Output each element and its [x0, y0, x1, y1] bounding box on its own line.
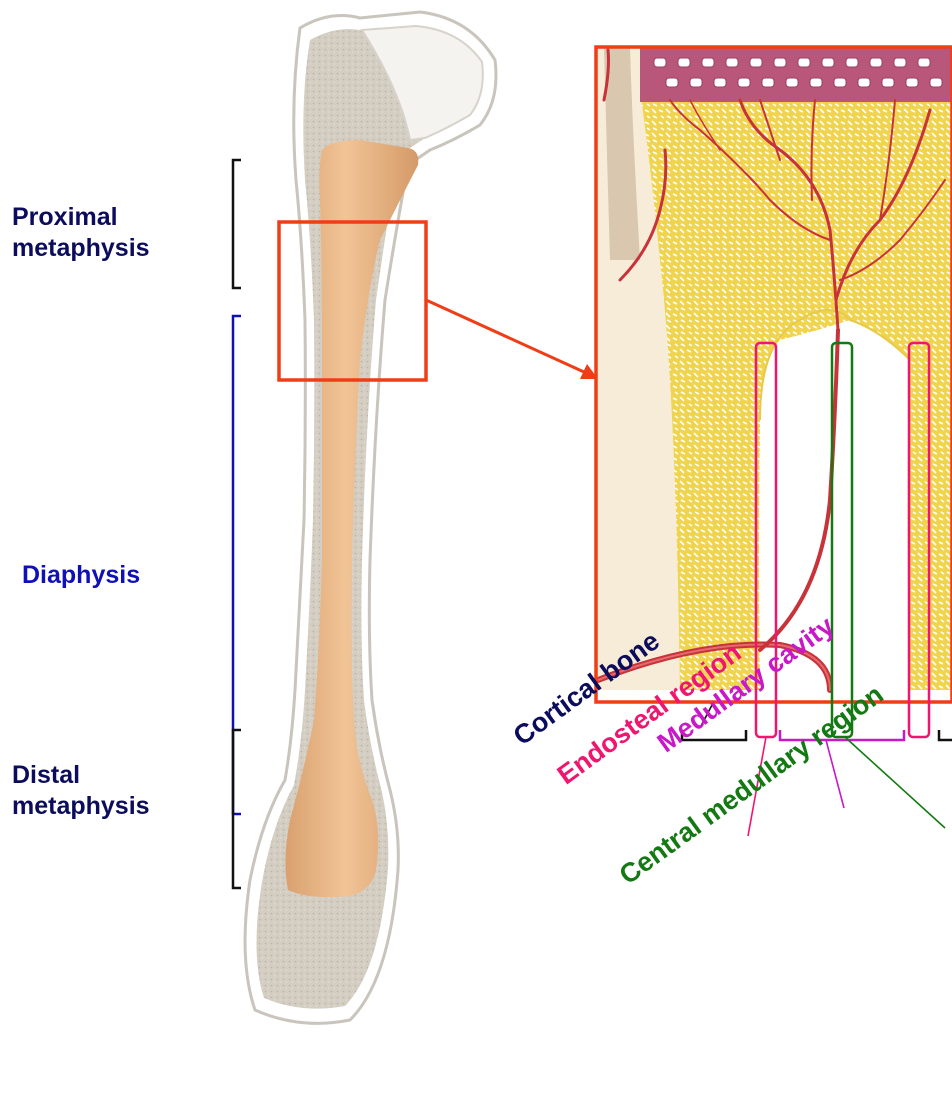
zoomed-inset — [596, 47, 952, 702]
bone-illustration — [245, 12, 598, 1023]
proximal-bracket — [233, 160, 241, 288]
distal-bracket — [233, 730, 241, 888]
distal-metaphysis-label: Distal metaphysis — [12, 760, 217, 822]
zoom-arrow-line — [426, 300, 584, 372]
central-medullary-leader — [846, 738, 945, 828]
medullary-leader — [826, 740, 844, 808]
proximal-metaphysis-label: Proximal metaphysis — [12, 202, 217, 264]
diaphysis-label: Diaphysis — [22, 560, 227, 591]
region-brackets — [233, 160, 241, 888]
cortical-bracket-right — [939, 730, 952, 740]
